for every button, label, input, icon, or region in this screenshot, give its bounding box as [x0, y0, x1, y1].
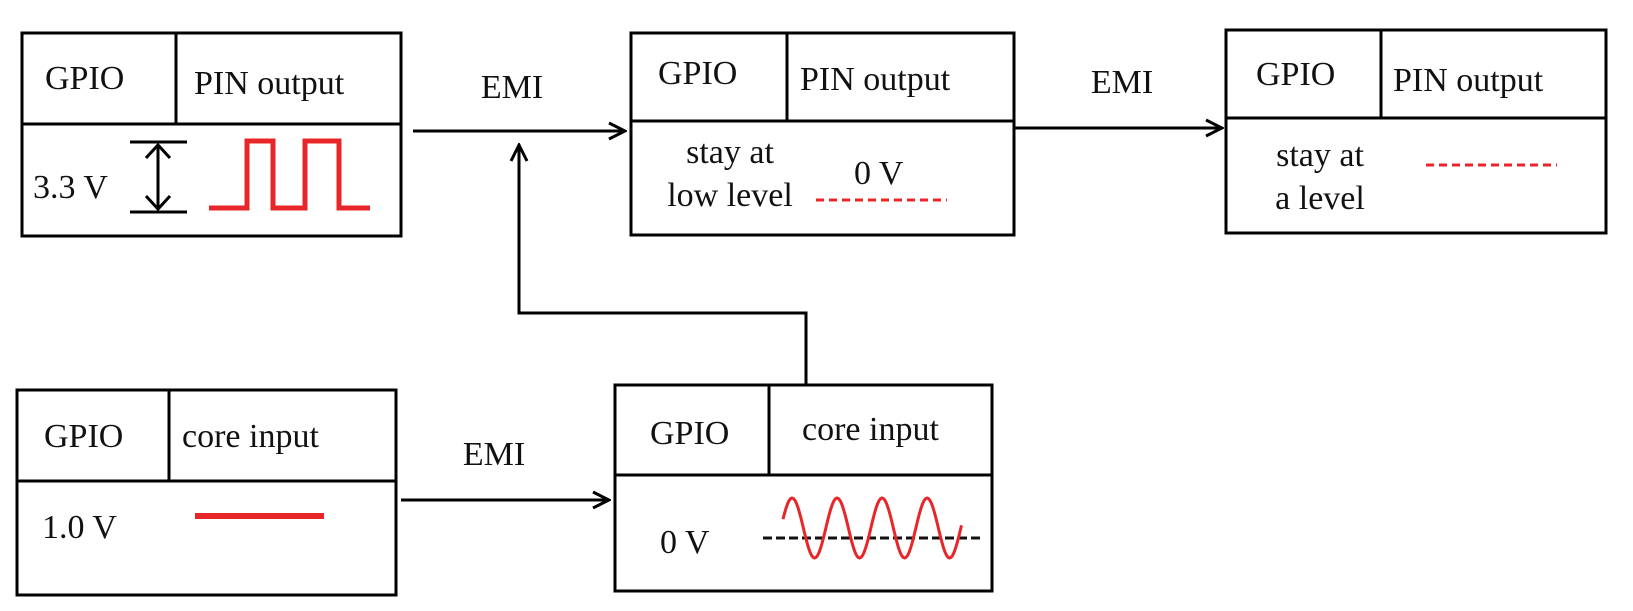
gpio-label: GPIO: [44, 418, 123, 455]
gpio-label: GPIO: [45, 60, 124, 97]
gpio-label: GPIO: [650, 415, 729, 452]
sine-wave-icon: [781, 496, 963, 560]
state-line-1: stay at: [686, 134, 774, 171]
voltage-label: 1.0 V: [42, 509, 117, 546]
box-core-input-disturbed: GPIO core input 0 V: [613, 383, 994, 593]
pin-output-label: PIN output: [194, 65, 345, 102]
gpio-cell: [613, 383, 771, 477]
gpio-cell: [629, 31, 789, 123]
gpio-cell: [20, 31, 178, 126]
gpio-cell: [1224, 28, 1383, 120]
box-frame: [1224, 28, 1608, 235]
state-line-2: low level: [667, 177, 793, 214]
gpio-label: GPIO: [1256, 56, 1335, 93]
box-frame: [15, 388, 398, 597]
voltage-label: 3.3 V: [33, 169, 108, 206]
emi-label-2: EMI: [1091, 64, 1153, 101]
emi-label-1: EMI: [481, 69, 543, 106]
box-core-input-normal: GPIO core input 1.0 V: [15, 388, 398, 597]
box-frame: [613, 383, 994, 593]
gpio-cell: [15, 388, 171, 483]
core-input-label: core input: [182, 418, 319, 455]
box-frame: [20, 31, 403, 238]
core-input-label: core input: [802, 411, 939, 448]
box-frame: [629, 31, 1016, 237]
square-wave-icon: [209, 138, 370, 211]
box-pin-output-level: GPIO PIN output stay at a level: [1224, 28, 1608, 235]
box-pin-output-normal: GPIO PIN output 3.3 V: [20, 31, 403, 238]
voltage-label: 0 V: [660, 524, 710, 561]
feedback-arrow: [519, 145, 808, 385]
pin-output-label: PIN output: [800, 61, 951, 98]
voltage-label: 0 V: [854, 155, 904, 192]
emi-label-3: EMI: [463, 436, 525, 473]
state-line-1: stay at: [1276, 137, 1364, 174]
double-arrow-icon: [130, 140, 187, 214]
pin-output-label: PIN output: [1393, 62, 1544, 99]
state-line-2: a level: [1275, 180, 1365, 217]
box-pin-output-low: GPIO PIN output stay at low level 0 V: [629, 31, 1016, 237]
gpio-label: GPIO: [658, 55, 737, 92]
